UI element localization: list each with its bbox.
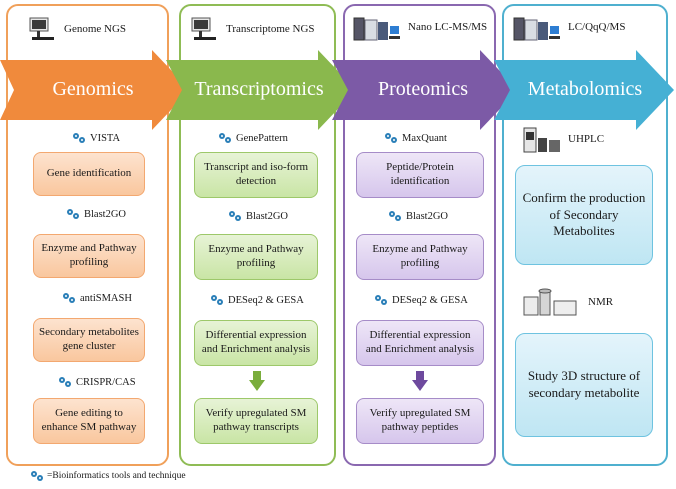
lc-qqq-ms-instrument: LC/QqQ/MS (512, 12, 625, 42)
lc-qqq-ms-label: LC/QqQ/MS (568, 21, 626, 33)
gears-icon (63, 293, 75, 303)
gene-editing-box: Gene editing to enhance SM pathway (33, 398, 145, 444)
transcriptomics-arrow-label: Transcriptomics (194, 78, 324, 100)
verify-transcripts-box: Verify upregulated SM pathway transcript… (194, 398, 318, 444)
uhplc-icon (523, 127, 560, 153)
tool-label: DESeq2 & GESA (392, 294, 468, 306)
metabolomics-arrow (494, 50, 674, 130)
transcriptome-ngs-label: Transcriptome NGS (226, 23, 315, 35)
gears-icon (73, 133, 85, 143)
transcript-detection-box: Transcript and iso-form detection (194, 152, 318, 198)
proteomics-arrow (332, 50, 518, 130)
nmr-label: NMR (588, 296, 614, 308)
metabolomics-arrow-label: Metabolomics (527, 78, 643, 100)
sm-gene-cluster-box: Secondary metabolites gene cluster (33, 318, 145, 362)
genomics-arrow-label: Genomics (52, 78, 134, 100)
enzyme-pathway-box: Enzyme and Pathway profiling (194, 234, 318, 280)
gears-icon (385, 133, 397, 143)
tool-label: VISTA (90, 132, 121, 144)
gears-icon (375, 295, 387, 305)
proteomics-arrow-label: Proteomics (378, 78, 468, 100)
mass-spectrometer-icon (513, 17, 560, 41)
omics-arrow-band (0, 50, 674, 130)
gene-identification-box: Gene identification (33, 152, 145, 196)
tool-blast2go: Blast2GO (388, 210, 448, 222)
enzyme-pathway-box: Enzyme and Pathway profiling (356, 234, 484, 280)
transcriptome-ngs-instrument: Transcriptome NGS (190, 14, 315, 44)
tool-label: Blast2GO (246, 210, 288, 222)
gears-icon (219, 133, 231, 143)
legend: =Bioinformatics tools and technique (30, 470, 186, 482)
enzyme-pathway-box: Enzyme and Pathway profiling (33, 234, 145, 278)
tool-deseq2-gesa: DESeq2 & GESA (210, 294, 304, 306)
gears-icon (229, 211, 241, 221)
down-arrow-icon (249, 371, 265, 391)
peptide-identification-box: Peptide/Protein identification (356, 152, 484, 198)
tool-label: GenePattern (236, 132, 288, 144)
differential-expression-box: Differential expression and Enrichment a… (194, 320, 318, 366)
tool-deseq2-gesa: DESeq2 & GESA (374, 294, 468, 306)
uhplc-label: UHPLC (568, 133, 605, 145)
sequencer-icon (191, 17, 216, 40)
gears-icon (389, 211, 401, 221)
tool-blast2go: Blast2GO (228, 210, 288, 222)
tool-crispr: CRISPR/CAS (58, 376, 136, 388)
tool-label: antiSMASH (80, 292, 132, 304)
tool-maxquant: MaxQuant (384, 132, 447, 144)
study-3d-structure-box: Study 3D structure of secondary metaboli… (515, 333, 653, 437)
genome-ngs-instrument: Genome NGS (28, 14, 126, 44)
mass-spectrometer-icon (353, 17, 400, 41)
verify-peptides-box: Verify upregulated SM pathway peptides (356, 398, 484, 444)
gears-icon (31, 471, 43, 481)
gears-icon (59, 377, 71, 387)
nano-lcms-label: Nano LC-MS/MS (408, 21, 488, 33)
differential-expression-box: Differential expression and Enrichment a… (356, 320, 484, 366)
sequencer-icon (29, 17, 54, 40)
tool-label: DESeq2 & GESA (228, 294, 304, 306)
confirm-production-box: Confirm the production of Secondary Meta… (515, 165, 653, 265)
tool-label: Blast2GO (406, 210, 448, 222)
transcriptomics-arrow (166, 50, 356, 130)
tool-label: Blast2GO (84, 208, 126, 220)
genome-ngs-label: Genome NGS (64, 23, 127, 35)
tool-genepattern: GenePattern (218, 132, 288, 144)
genomics-arrow (0, 50, 190, 130)
gears-icon (211, 295, 223, 305)
legend-text: =Bioinformatics tools and technique (47, 471, 186, 481)
gears-icon (67, 209, 79, 219)
nmr-instrument: NMR (522, 287, 613, 317)
tool-vista: VISTA (72, 132, 120, 144)
down-arrow-icon (412, 371, 428, 391)
tool-antismash: antiSMASH (62, 292, 132, 304)
uhplc-instrument: UHPLC (522, 124, 604, 154)
nmr-spectrometer-icon (523, 288, 577, 316)
nano-lcms-instrument: Nano LC-MS/MS (352, 12, 487, 42)
tool-blast2go: Blast2GO (66, 208, 126, 220)
tool-label: MaxQuant (402, 132, 447, 144)
tool-label: CRISPR/CAS (76, 376, 136, 388)
